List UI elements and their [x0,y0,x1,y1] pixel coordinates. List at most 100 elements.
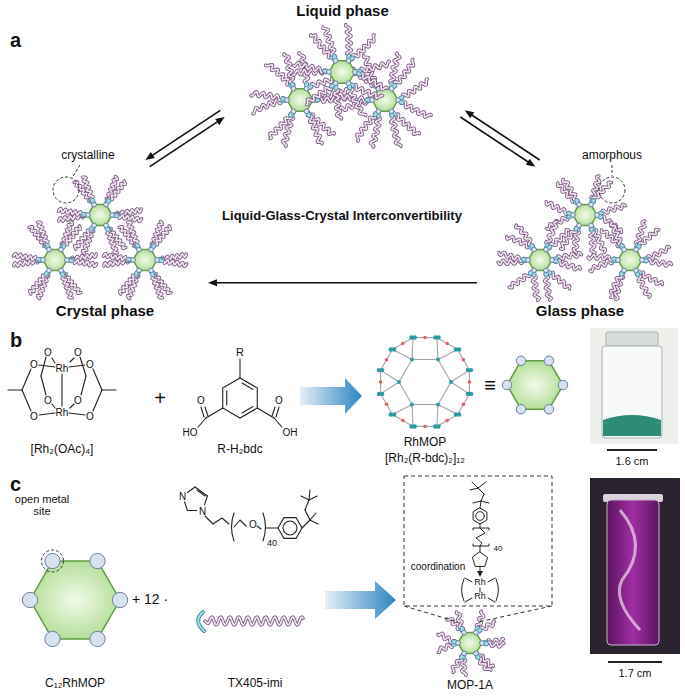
bdc-structure [206,408,223,418]
connector-line [216,282,477,284]
mop-clusters [13,25,671,676]
metal-site [104,223,109,228]
tx405-structure [205,516,229,524]
metal-site [285,98,290,103]
label-holder: TX405-imi [228,677,283,690]
label-holder: 1.7 cm [618,667,651,679]
phase-region: Liquid phase [225,0,460,160]
tx405-structure [205,496,208,505]
rhodium-atom [436,335,440,339]
label-holder: + [154,387,166,409]
framework-bond [412,404,438,405]
imidazole-end [372,110,380,118]
metal-site [502,380,512,390]
zoom-structure [496,579,499,601]
rhodium-atom [397,380,401,384]
metal-site [389,86,394,91]
connector-arrow [208,279,477,286]
framework-bond [437,405,438,427]
rh-acetate-structure [80,357,86,376]
connector-arrow [460,110,539,166]
structure-label: R [236,346,244,358]
vial-photo [602,346,662,438]
zoom-structure [470,488,478,490]
zoom-structure [480,501,481,508]
rh-acetate-structure [8,389,22,390]
structure-label: O [74,395,82,406]
callout-circles [599,177,625,203]
label-holder: HO [183,427,198,438]
tx405-structure [309,490,310,500]
metal-site [622,247,627,252]
metal-site [634,247,639,252]
callout-circles [53,177,79,203]
zoom-box [404,476,552,622]
vial-photo [607,449,657,451]
label-holder: O [197,395,205,406]
metal-site [396,98,401,103]
bdc-structure [276,407,279,417]
zoom-structure [478,482,486,488]
rhodium-atom [436,424,440,428]
structure-label: OH [283,427,298,438]
label-holder: O [44,347,52,358]
framework-bond [437,415,458,427]
callout-label: open metal site [10,493,74,517]
metal-site [558,380,568,390]
structure-label: O [275,395,283,406]
metal-site [45,631,60,646]
vial-photo [603,415,661,436]
metal-site [304,86,309,91]
metal-site [333,58,338,63]
metal-site [346,58,351,63]
imidazole-end [589,224,596,232]
metal-site [92,223,97,228]
framework-bond [412,405,413,427]
imidazole-end [390,82,398,90]
structure-label: O [197,395,205,406]
rhodium-atom [469,392,473,396]
rh-acetate-structure [41,376,46,395]
metal-site [47,268,52,273]
equivalence-sign: ≡ [484,374,496,396]
stoichiometry: + 12 · [132,592,168,607]
label-holder: coordination [411,561,465,572]
mop-cage [573,205,597,226]
rh-acetate-structure [52,358,55,363]
structure-label: HO [183,427,198,438]
label-holder: O [275,395,283,406]
zoom-structure [473,544,489,546]
tx405-structure [188,487,196,493]
imidazole-end [589,198,596,206]
reaction-arrow [300,378,362,414]
label-holder: O [30,411,38,422]
label-holder: O [86,411,94,422]
bdc-structure [257,408,274,418]
metal-site [327,70,332,75]
framework-bond [437,338,438,360]
label-holder: Rh [474,578,486,588]
metal-site [291,109,296,114]
bdc-structure [223,378,258,418]
label-holder: N [179,491,186,502]
structure-label: N [199,505,206,516]
connector-line [471,115,539,160]
structure-label: [Rh₂(OAc)₄] [31,443,94,456]
structure-label: O [74,347,82,358]
oxygen-atom [401,419,405,423]
framework-bond [399,382,412,405]
vial-photo [608,661,662,663]
metal-site [47,247,52,252]
label-holder: amorphous [582,149,642,162]
tx405-structure [266,527,278,528]
tx405-structure [305,510,310,520]
label-holder: 40 [494,545,503,554]
metal-site [90,553,105,568]
rhodium-atom [410,357,414,361]
label-holder: ≡ [484,374,496,396]
tx405-structure [305,500,309,510]
imidazole-end [43,269,51,277]
tx405-structure [185,502,188,511]
framework-bond [399,359,412,382]
